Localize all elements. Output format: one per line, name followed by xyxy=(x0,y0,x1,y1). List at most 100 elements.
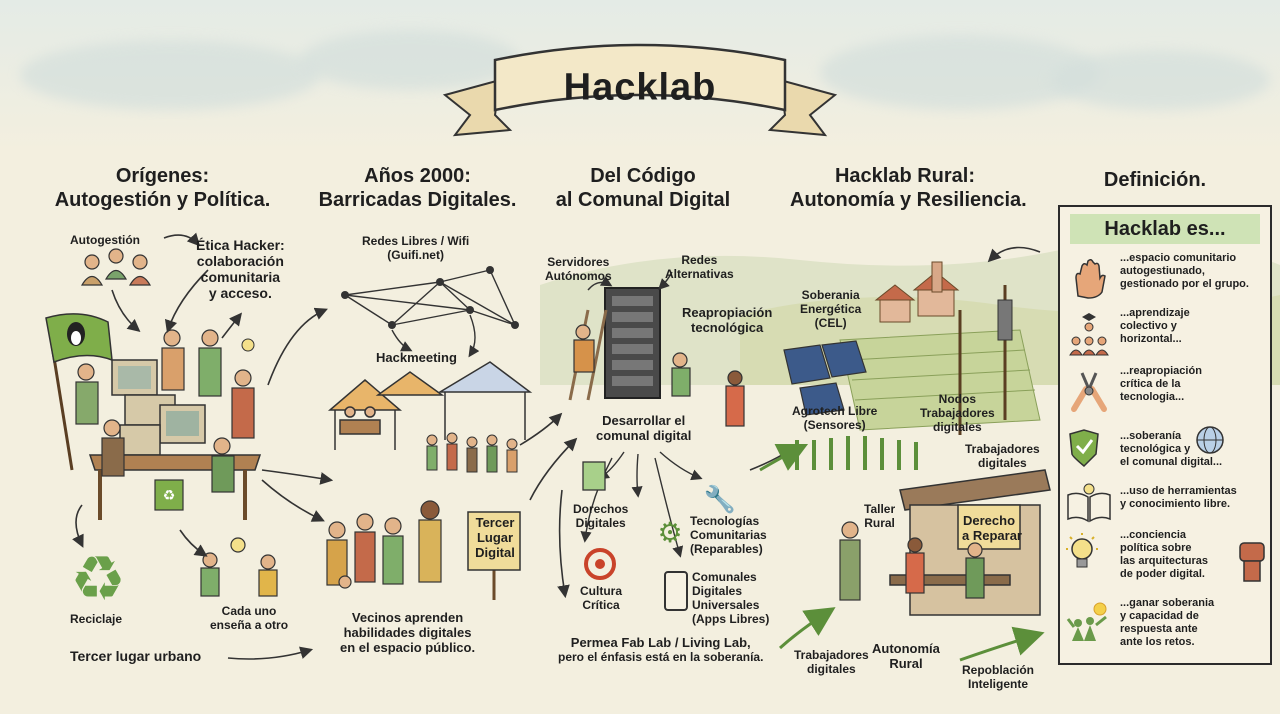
label-line: digitales xyxy=(978,456,1027,470)
definition-line: y capacidad de xyxy=(1120,610,1199,622)
label-line: Cultura xyxy=(580,584,622,598)
section-2000s-heading: Años 2000: Barricadas Digitales. xyxy=(315,164,520,212)
definition-line: ...ganar soberania xyxy=(1120,597,1215,609)
label-line: Alternativas xyxy=(665,267,734,281)
definition-item: ...uso de herramientas y conocimiento li… xyxy=(1066,477,1266,537)
label-line: (Apps Libres) xyxy=(692,612,770,626)
gear-icon: ⚙ xyxy=(657,517,682,548)
label-line: Energética xyxy=(800,302,862,316)
label-line: Digitales xyxy=(692,584,743,598)
label-line: Autónomos xyxy=(545,269,612,283)
label-tecnologias-comunitarias: Tecnologías Comunitarias (Reparables) xyxy=(690,514,767,556)
label-line: a Reparar xyxy=(962,528,1022,543)
section-code-heading: Del Código al Comunal Digital xyxy=(548,164,738,212)
section-title-line: Del Código xyxy=(590,165,696,187)
label-line: (Sensores) xyxy=(803,418,866,432)
label-line: Ética Hacker: xyxy=(196,237,285,253)
definition-line: autogestiunado, xyxy=(1120,265,1205,277)
cloud xyxy=(20,40,320,110)
label-line: (Reparables) xyxy=(690,542,763,556)
label-cada-uno: Cada uno enseña a otro xyxy=(210,604,288,632)
label-line: Rural xyxy=(864,516,895,530)
definition-line: ante los retos. xyxy=(1120,636,1195,648)
label-line: Desarrollar el xyxy=(602,413,686,428)
label-line: Trabajadores xyxy=(965,442,1040,456)
target-icon xyxy=(584,548,616,580)
wifi-network xyxy=(344,269,516,326)
label-line: en el espacio público. xyxy=(340,640,476,655)
title-banner: Hacklab xyxy=(440,40,840,150)
label-comunales-digitales: Comunales Digitales Universales (Apps Li… xyxy=(692,570,769,626)
definition-item: ...conciencia política sobre las arquite… xyxy=(1066,529,1266,589)
origins-people xyxy=(75,329,255,493)
definition-line: colectivo y xyxy=(1120,320,1177,332)
section-title-line: Hacklab Rural: xyxy=(834,165,976,187)
label-line: Autonomía xyxy=(872,641,940,656)
definition-line: tecnológica y xyxy=(1120,443,1191,455)
label-agrotech: Agrotech Libre (Sensores) xyxy=(792,404,877,432)
label-reciclaje: Reciclaje xyxy=(70,612,123,626)
definition-text: ...soberanía tecnológica y el comunal di… xyxy=(1120,430,1270,469)
autogestion-people xyxy=(80,248,152,286)
phone-icon xyxy=(664,571,688,611)
green-arrows xyxy=(759,443,1045,662)
label-line: Servidores xyxy=(547,255,610,269)
definition-item: ...reapropiación crítica de la tecnologi… xyxy=(1066,365,1266,425)
definition-text: ...uso de herramientas y conocimiento li… xyxy=(1120,485,1270,511)
label-line: Repoblación xyxy=(962,663,1035,677)
linux-flag xyxy=(45,313,113,471)
definition-heading: Hacklab es... xyxy=(1070,214,1260,244)
label-line: digitales xyxy=(807,662,856,676)
label-line: Vecinos aprenden xyxy=(351,610,464,625)
definition-text: ...aprendizaje colectivo y horizontal... xyxy=(1120,307,1270,346)
label-line: Digital xyxy=(475,545,515,560)
label-line: Universales xyxy=(692,598,760,612)
label-line: tecnológica xyxy=(691,320,764,335)
label-line: Redes xyxy=(681,253,718,267)
label-line: comunal digital xyxy=(596,428,692,443)
definition-line: gestionado por el grupo. xyxy=(1120,278,1249,290)
label-reapropiacion: Reapropiación tecnológica xyxy=(682,305,772,335)
definition-text: ...reapropiación crítica de la tecnologi… xyxy=(1120,365,1270,404)
label-redes-libres: Redes Libres / Wifi (Guifi.net) xyxy=(362,234,469,262)
bulb-icon xyxy=(1066,533,1098,568)
group-learning-icon xyxy=(1069,313,1109,356)
label-line: Trabajadores xyxy=(794,648,869,662)
label-line: Tecnologías xyxy=(690,514,760,528)
definition-text: ...espacio comunitario autogestiunado, g… xyxy=(1120,252,1270,291)
third-place-sign-text: Tercer Lugar Digital xyxy=(470,515,520,560)
label-line: Inteligente xyxy=(968,677,1029,691)
label-repoblacion: Repoblación Inteligente xyxy=(962,663,1034,691)
label-etica-hacker: Ética Hacker: colaboración comunitaria y… xyxy=(196,237,285,301)
section-title-line: Años 2000: xyxy=(364,165,471,187)
definition-line: ...uso de herramientas xyxy=(1120,485,1237,497)
label-servidores: Servidores Autónomos xyxy=(545,255,612,283)
label-line: (CEL) xyxy=(814,316,847,330)
label-line: Soberania xyxy=(801,288,860,302)
label-trabajadores-digitales-2: Trabajadores digitales xyxy=(794,648,869,676)
raised-fist-icon xyxy=(1239,542,1265,582)
label-line: Tercer xyxy=(475,515,515,530)
label-soberania-energetica: Soberania Energética (CEL) xyxy=(800,288,861,330)
section-definition-heading: Definición. xyxy=(1080,168,1230,192)
definition-line: de poder digital. xyxy=(1120,568,1205,580)
network-arrows xyxy=(391,314,480,358)
label-hackmeeting: Hackmeeting xyxy=(376,350,457,365)
definition-line: horizontal... xyxy=(1120,333,1182,345)
definition-item: ...espacio comunitario autogestiunado, g… xyxy=(1066,252,1266,312)
section-title-line: Definición. xyxy=(1103,169,1207,191)
label-nodos: Nodos Trabajadores digitales xyxy=(920,392,995,434)
label-line: Reapropiación xyxy=(682,305,773,320)
label-line: habilidades digitales xyxy=(343,625,472,640)
crop-rows xyxy=(795,436,918,470)
hackmeeting-crowd xyxy=(426,432,518,473)
definition-panel: Hacklab es... ...espacio comunitario aut… xyxy=(1058,205,1272,665)
label-vecinos: Vecinos aprenden habilidades digitales e… xyxy=(340,610,475,655)
definition-line: las arquitecturas xyxy=(1120,555,1209,567)
label-tercer-lugar-urbano: Tercer lugar urbano xyxy=(70,648,202,664)
label-derechos-digitales: Dorechos Digitales xyxy=(573,502,628,530)
label-line: comunitaria xyxy=(200,269,281,285)
cloud xyxy=(1050,50,1270,110)
label-line: Rural xyxy=(889,656,923,671)
definition-line: crítica de la xyxy=(1120,378,1181,390)
